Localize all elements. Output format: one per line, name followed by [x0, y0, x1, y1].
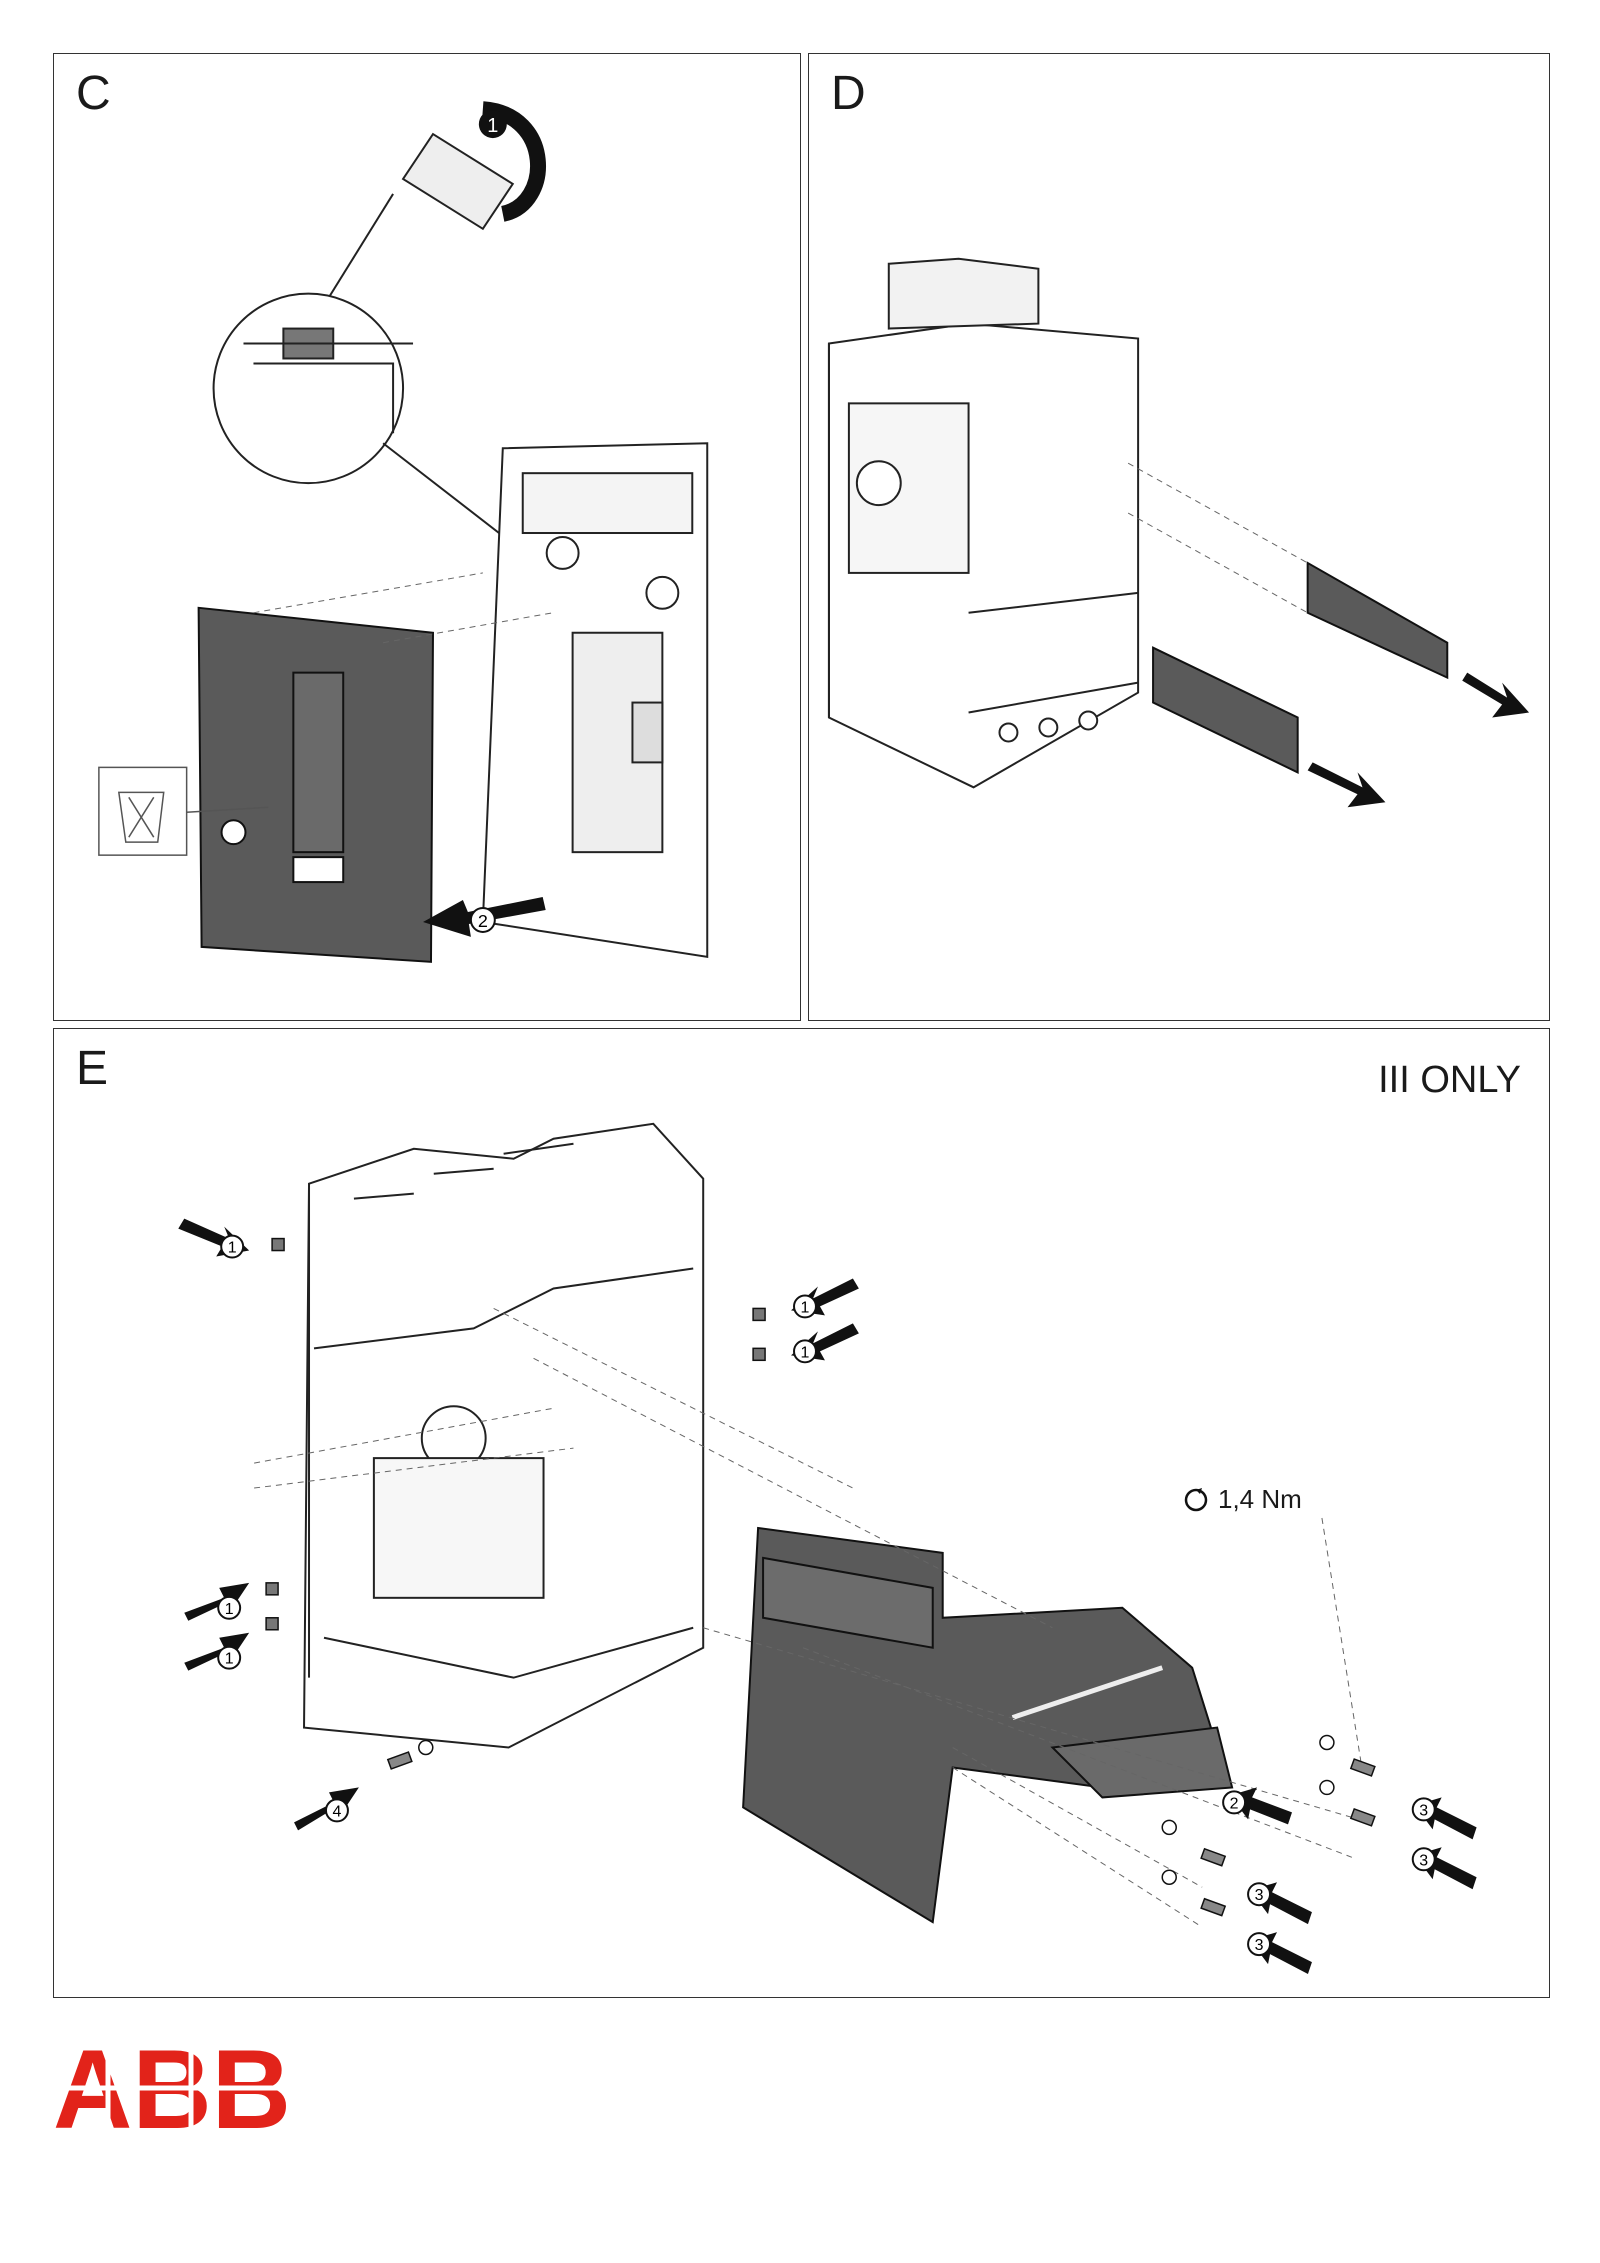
arrow-icon: 2 — [1222, 1787, 1292, 1825]
abb-logo: ABB — [53, 2040, 293, 2136]
svg-text:4: 4 — [333, 1803, 342, 1820]
screwdriver-icon — [302, 101, 546, 340]
svg-text:3: 3 — [1419, 1802, 1428, 1819]
svg-text:1: 1 — [801, 1299, 810, 1316]
panel-letter: E — [76, 1042, 109, 1095]
svg-text:1: 1 — [487, 115, 498, 137]
arrow-icon: 3 — [1411, 1847, 1477, 1890]
guide-lines — [253, 572, 553, 644]
arrow-icon: 1 — [791, 1278, 859, 1319]
arrow-icon: 1 — [184, 1632, 250, 1671]
breaker-body — [303, 1122, 705, 1749]
arrow-icon: 3 — [1411, 1797, 1477, 1840]
svg-text:1: 1 — [801, 1344, 810, 1361]
panel-letter: D — [831, 67, 866, 120]
screw-icon — [386, 1751, 1376, 1917]
side-cover-upper — [1306, 561, 1449, 680]
panel-d-illustration — [827, 257, 1530, 808]
guide-lines — [1127, 462, 1308, 614]
svg-text:3: 3 — [1255, 1937, 1264, 1954]
arrow-icon: 3 — [1247, 1882, 1312, 1925]
square-nut-icon — [265, 1237, 766, 1631]
arrow-icon: 4 — [294, 1787, 359, 1831]
variant-note: III ONLY — [1378, 1059, 1521, 1101]
torque-value: 1,4 Nm — [1218, 1484, 1302, 1514]
torque-label: 1,4 Nm — [1182, 1484, 1302, 1515]
arrow-icon: 2 — [423, 897, 546, 937]
panel-c-illustration: 1 — [98, 101, 709, 963]
svg-text:3: 3 — [1419, 1852, 1428, 1869]
arrow-icon: 3 — [1247, 1932, 1312, 1975]
svg-text:1: 1 — [228, 1240, 237, 1257]
panel-c: C 1 — [53, 53, 801, 1021]
washer-icon — [418, 1734, 1335, 1885]
breaker-base — [481, 442, 709, 959]
svg-text:2: 2 — [478, 911, 488, 931]
arrow-icon: 1 — [791, 1323, 859, 1364]
svg-text:1: 1 — [225, 1601, 234, 1618]
panel-e: E III ONLY 1,4 Nm — [53, 1028, 1550, 1998]
panel-letter: C — [76, 67, 111, 120]
torque-icon — [1184, 1487, 1208, 1511]
side-cover-lower — [1152, 646, 1299, 774]
arrow-icon: 1 — [178, 1218, 250, 1259]
svg-text:3: 3 — [1255, 1887, 1264, 1904]
panel-d: D — [808, 53, 1550, 1021]
step-badge: 1 — [478, 110, 507, 139]
panel-e-illustration: 1 1 1 1 1 4 2 — [178, 1122, 1477, 1975]
arrow-icon: 1 — [184, 1582, 250, 1621]
trash-icon — [98, 766, 269, 856]
breaker-body — [827, 257, 1140, 789]
svg-text:1: 1 — [225, 1651, 234, 1668]
guide-lines — [254, 1307, 1363, 1928]
arrow-icon — [1307, 762, 1386, 808]
rear-adapter — [742, 1526, 1234, 1924]
front-cover — [197, 606, 434, 963]
arrow-icon — [1462, 672, 1530, 718]
detail-magnifier — [212, 292, 539, 564]
svg-text:2: 2 — [1230, 1795, 1239, 1812]
